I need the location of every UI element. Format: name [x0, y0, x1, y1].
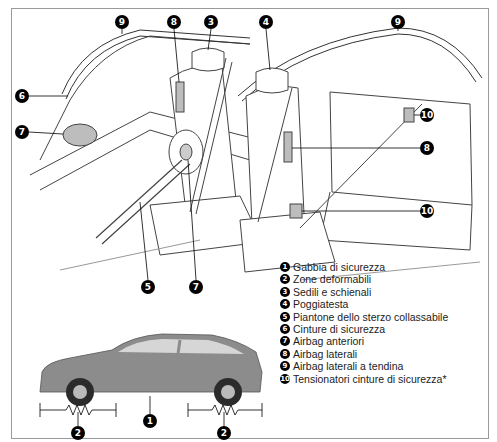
- callout-number: 2: [217, 426, 231, 440]
- steering-hub: [180, 144, 192, 160]
- car-rim: [221, 385, 235, 399]
- key-text: Sedili e schienali: [293, 285, 371, 299]
- key-text: Zone deformabili: [293, 272, 371, 286]
- side-airbag-right: [284, 132, 292, 162]
- crumple-zone-rear: [188, 403, 262, 417]
- driver-headrest: [192, 48, 224, 71]
- key-number: 8: [280, 349, 290, 359]
- front-airbag: [63, 124, 97, 146]
- curtain-airbag-right: [238, 28, 482, 101]
- callout-number: 9: [115, 15, 129, 29]
- key-text: Airbag laterali: [293, 347, 357, 361]
- callout-number: 7: [15, 125, 29, 139]
- car-wheel: [66, 378, 94, 406]
- key-text: Poggiatesta: [293, 297, 348, 311]
- key-number: 6: [280, 324, 290, 334]
- callout-number: 8: [420, 141, 434, 155]
- leader-line: [302, 211, 420, 212]
- leader-line: [398, 29, 399, 31]
- callout-number: 5: [141, 280, 155, 294]
- key-number: 1: [280, 262, 290, 272]
- leader-line: [188, 160, 196, 280]
- driver-seat-belt: [190, 58, 232, 214]
- floor-lines: [60, 240, 480, 280]
- callout-number: 8: [167, 15, 181, 29]
- leader-line: [174, 29, 179, 82]
- key-number: 5: [280, 312, 290, 322]
- leader-lines: [29, 29, 420, 414]
- passenger-headrest: [256, 68, 288, 93]
- car-windows: [118, 339, 244, 354]
- key-number: 9: [280, 361, 290, 371]
- leader-line: [208, 29, 211, 50]
- callout-number: 4: [259, 15, 273, 29]
- key-text: Piantone dello sterzo collassabile: [293, 310, 448, 324]
- key-text: Airbag anteriori: [293, 334, 364, 348]
- car-wheel: [214, 378, 242, 406]
- callout-number: 10: [420, 108, 434, 122]
- rear-seat: [320, 92, 472, 250]
- key-number: 2: [280, 274, 290, 284]
- key-number: 10: [280, 374, 290, 384]
- callout-number: 3: [204, 15, 218, 29]
- interior-drawing: [30, 28, 482, 280]
- passenger-seat-belt: [258, 88, 422, 228]
- key-text: Tensionatori cinture di sicurezza*: [293, 372, 447, 386]
- leader-line: [140, 202, 148, 280]
- callout-number: 9: [391, 15, 405, 29]
- leader-line: [150, 396, 151, 414]
- belt-tensioner-lower: [290, 204, 302, 218]
- key-number: 3: [280, 287, 290, 297]
- frame: [12, 9, 489, 439]
- callout-number: 2: [71, 426, 85, 440]
- key-text: Cinture di sicurezza: [293, 322, 385, 336]
- leader-line: [29, 96, 68, 97]
- leader-line: [29, 132, 63, 134]
- key-number: 7: [280, 336, 290, 346]
- car-side-view: [40, 334, 262, 426]
- side-airbag-left: [176, 82, 184, 112]
- key-text: Gabbia di sicurezza: [293, 260, 385, 274]
- key-text: Airbag laterali a tendina: [293, 359, 403, 373]
- callout-number: 10: [420, 204, 434, 218]
- car-rim: [73, 385, 87, 399]
- callout-number: 1: [143, 414, 157, 428]
- callout-number: 6: [15, 89, 29, 103]
- leader-line: [292, 148, 420, 149]
- belt-tensioner-upper: [404, 108, 414, 122]
- car-pillar: [178, 340, 180, 354]
- key-number: 4: [280, 299, 290, 309]
- leader-line: [266, 29, 270, 70]
- leader-line: [122, 29, 123, 34]
- callout-number: 7: [189, 280, 203, 294]
